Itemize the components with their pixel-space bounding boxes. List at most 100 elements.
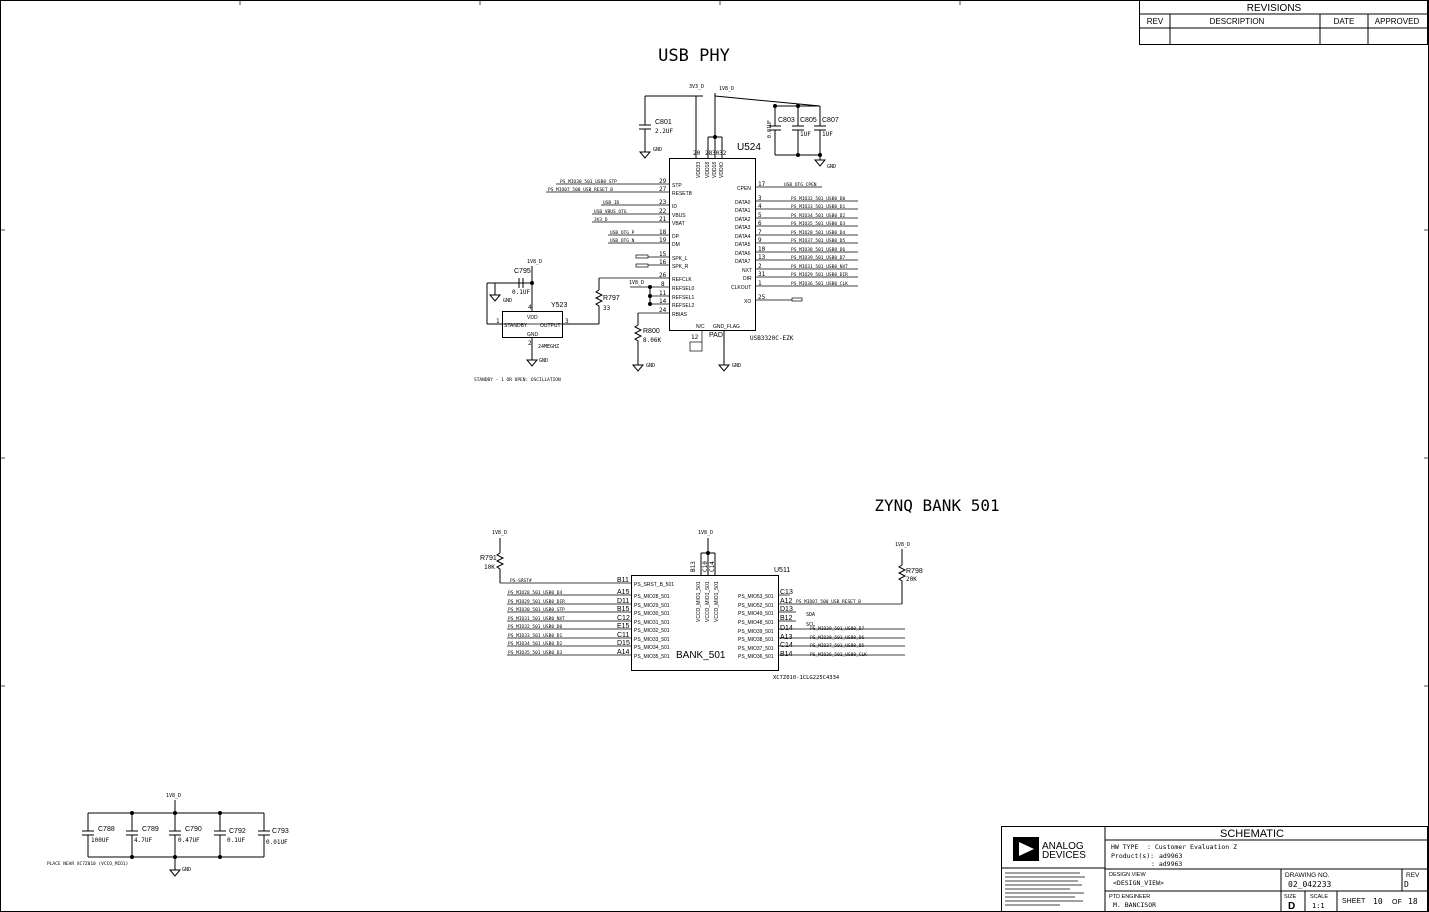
pin-name: VCCO_MIO1_501 bbox=[696, 581, 702, 622]
pin-name: PS_MIO33_501 bbox=[634, 637, 670, 643]
pin-name: PS_MIO37_501 bbox=[738, 646, 774, 652]
cap-c805: C805 1UF bbox=[792, 117, 817, 140]
net-label: PS_MIO28_501_USB0_D4 bbox=[508, 590, 562, 596]
pin-name: PS_MIO28_501 bbox=[634, 594, 670, 600]
pin-name: VDD18 bbox=[705, 162, 711, 178]
r791-supply: 1V8_D bbox=[492, 530, 507, 536]
pin-name: DATA4 bbox=[735, 234, 751, 240]
c805-value: 1UF bbox=[800, 131, 811, 138]
company-line2: DEVICES bbox=[1042, 850, 1086, 861]
rev-label: REV bbox=[1406, 872, 1420, 879]
pin-name: REFCLK bbox=[672, 277, 692, 283]
c801-ref: C801 bbox=[655, 119, 672, 126]
net-label: PS_MIO32_501_USB0_D0 bbox=[791, 196, 845, 202]
u511-ref: U511 bbox=[774, 567, 790, 574]
pin-name: DATA6 bbox=[735, 251, 751, 257]
pin-name: PS_MIO31_501 bbox=[634, 620, 670, 626]
net-label: PS_MIO37_501_USB0_D5 bbox=[791, 238, 845, 244]
pin-num: 4 bbox=[758, 203, 762, 210]
u524-part: USB3320C-EZK bbox=[750, 335, 794, 342]
resistor-r791: 1V8_D R791 10K bbox=[480, 530, 507, 583]
decoupling-gnd: GND bbox=[182, 867, 191, 873]
cap-c803: C803 0.01UF bbox=[767, 117, 795, 140]
pin-refsel2: 14 REFSEL2 bbox=[650, 298, 694, 309]
osc-freq: 24MEGHZ bbox=[538, 344, 559, 350]
cap-c793: C793 0.01UF bbox=[258, 813, 289, 857]
pin-name: PS_MIO30_501 bbox=[634, 611, 670, 617]
ball: C14 bbox=[709, 561, 716, 572]
pin-name: CPEN bbox=[737, 186, 751, 192]
pin-name: PS_MIO35_501 bbox=[634, 654, 670, 660]
net-label: PS_MIO34_501_USB0_D2 bbox=[508, 641, 562, 647]
pin-name: DATA5 bbox=[735, 242, 751, 248]
ball: E15 bbox=[617, 623, 630, 630]
pin-name: DP bbox=[672, 234, 680, 240]
pin-num: 8 bbox=[661, 281, 665, 288]
net-label: SDA bbox=[806, 612, 815, 618]
ball: C11 bbox=[617, 632, 629, 639]
pin-num: 19 bbox=[659, 237, 667, 244]
supply-dots bbox=[713, 104, 822, 157]
pin-name: ID bbox=[672, 204, 677, 210]
c792-value: 0.1UF bbox=[227, 837, 245, 844]
size-value: D bbox=[1288, 901, 1295, 912]
pin-mio35: A14 PS_MIO35_501 PS_MIO35_501_USB0_D3 bbox=[507, 649, 670, 660]
c807-value: 1UF bbox=[822, 131, 833, 138]
gnd-label: GND bbox=[539, 358, 548, 364]
hw-type-label: HW TYPE bbox=[1111, 843, 1138, 851]
gnd-label: GND bbox=[827, 164, 836, 170]
pin-num: 23 bbox=[659, 199, 667, 206]
pin-name: PS_MIO39_501 bbox=[738, 629, 774, 635]
pin-xo: 25 XO bbox=[744, 294, 803, 305]
net-label: USB_ID bbox=[603, 200, 620, 206]
pin-name: PS_MIO34_501 bbox=[634, 645, 670, 651]
pin-num: 22 bbox=[659, 208, 667, 215]
pin-dm: 19 DM USB_OTG_N bbox=[608, 237, 680, 248]
c790-ref: C790 bbox=[185, 826, 202, 833]
r791-value: 10K bbox=[484, 564, 495, 571]
osc-standby: STANDBY bbox=[504, 323, 528, 329]
pin-name: REFSEL1 bbox=[672, 295, 694, 301]
pin-name: DM bbox=[672, 242, 680, 248]
u511-part: XC7Z010-1CLG225C4334 bbox=[773, 675, 840, 681]
pin-num: 10 bbox=[758, 246, 766, 253]
date-col-header: DATE bbox=[1334, 17, 1355, 26]
approved-col-header: APPROVED bbox=[1375, 17, 1420, 26]
r798-supply: 1V8_D bbox=[895, 542, 910, 548]
osc-pin1: 1 bbox=[496, 318, 500, 325]
pin-name: VCCO_MIO1_501 bbox=[705, 581, 711, 622]
r800-value: 8.06K bbox=[643, 337, 661, 344]
pin-data7: 13 DATA7 PS_MIO39_501_USB0_D7 bbox=[735, 254, 858, 265]
ball: A14 bbox=[617, 649, 630, 656]
ball: B11 bbox=[617, 577, 629, 584]
r800-ref: R800 bbox=[643, 328, 660, 335]
cap-c795: C795 0.1UF GND 1V8_D bbox=[488, 259, 542, 304]
u524-bottom: N/C GND_FLAG 12 PAD GND bbox=[689, 324, 741, 372]
net-label: PS_MIO37_501_USB0_D5 bbox=[810, 643, 864, 649]
pin-name: PS_MIO29_501 bbox=[634, 603, 670, 609]
c790-value: 0.47UF bbox=[178, 837, 200, 844]
pin-num: 32 bbox=[719, 150, 727, 157]
pin-name: VDD18 bbox=[712, 162, 718, 178]
pin-num: 24 bbox=[659, 307, 667, 314]
c788-ref: C788 bbox=[98, 826, 115, 833]
nc-label: N/C bbox=[696, 324, 705, 330]
gnd-label: GND bbox=[653, 147, 662, 153]
pin-mio36: B14 PS_MIO36_501 PS_MIO36_501_USB0_CLK bbox=[738, 651, 905, 660]
pin-name: VDD33 bbox=[696, 162, 702, 178]
cap-c807: C807 1UF bbox=[814, 117, 839, 140]
pin-mio33: C11 PS_MIO33_501 PS_MIO33_501_USB0_D1 bbox=[507, 632, 670, 643]
pin-vbus: 22 VBUS USB_VBUS_OTG bbox=[592, 208, 686, 219]
pin-num: 5 bbox=[758, 212, 762, 219]
net-label: USB_OTG_N bbox=[610, 238, 635, 244]
oscillator-y523: Y523 VDD STANDBY OUTPUT GND 24MEGHZ 1 2 … bbox=[486, 278, 600, 367]
net-label: PS_MIO36_501_USB0_CLK bbox=[810, 652, 867, 658]
pin-data0: 3 DATA0 PS_MIO32_501_USB0_D0 bbox=[735, 195, 858, 206]
osc-pin2: 2 bbox=[528, 340, 532, 347]
r798-ref: R798 bbox=[906, 568, 923, 575]
gnd-symbol-caps: GND bbox=[813, 159, 836, 170]
gnd-label: GND bbox=[646, 363, 655, 369]
scale-value: 1:1 bbox=[1312, 902, 1325, 910]
cap-c801: C801 2.2UF bbox=[639, 118, 673, 140]
ball: C10 bbox=[702, 561, 709, 572]
